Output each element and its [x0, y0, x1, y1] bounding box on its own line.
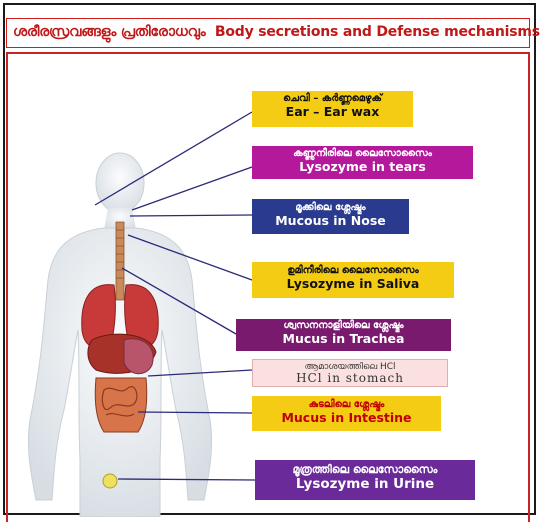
connector-nose	[130, 215, 252, 216]
label-lysozyme-tears: കണ്ണുനീരിലെ ലൈസോസൈം Lysozyme in tears	[252, 146, 473, 179]
label-tears-malayalam: കണ്ണുനീരിലെ ലൈസോസൈം	[252, 148, 473, 160]
label-trachea-malayalam: ശ്വസനനാളിയിലെ ശ്ലേഷ്മം	[236, 320, 451, 332]
label-trachea-english: Mucus in Trachea	[236, 332, 451, 346]
label-mucous-nose: മൂക്കിലെ ശ്ലേഷ്മം Mucous in Nose	[252, 199, 409, 234]
label-urine-malayalam: മൂത്രത്തിലെ ലൈസോസൈം	[255, 464, 475, 477]
label-mucus-intestine: കുടലിലെ ശ്ലേഷ്മം Mucus in Intestine	[252, 396, 441, 431]
label-lysozyme-saliva: ഉമിനീരിലെ ലൈസോസൈം Lysozyme in Saliva	[252, 262, 454, 298]
label-urine-english: Lysozyme in Urine	[255, 477, 475, 493]
label-tears-english: Lysozyme in tears	[252, 160, 473, 174]
label-nose-malayalam: മൂക്കിലെ ശ്ലേഷ്മം	[252, 202, 409, 214]
label-saliva-malayalam: ഉമിനീരിലെ ലൈസോസൈം	[252, 265, 454, 277]
label-mucus-trachea: ശ്വസനനാളിയിലെ ശ്ലേഷ്മം Mucus in Trachea	[236, 319, 451, 351]
label-ear-wax: ചെവി – കർണ്ണമെഴുക് Ear – Ear wax	[252, 91, 413, 127]
label-intestine-malayalam: കുടലിലെ ശ്ലേഷ്മം	[252, 399, 441, 411]
label-ear-malayalam: ചെവി – കർണ്ണമെഴുക്	[252, 93, 413, 105]
label-intestine-english: Mucus in Intestine	[252, 411, 441, 425]
label-saliva-english: Lysozyme in Saliva	[252, 277, 454, 291]
label-nose-english: Mucous in Nose	[252, 214, 409, 228]
label-stomach-english: HCl in stomach	[253, 372, 447, 386]
label-hcl-stomach: ആമാശയത്തിലെ HCl HCl in stomach	[252, 359, 448, 387]
label-lysozyme-urine: മൂത്രത്തിലെ ലൈസോസൈം Lysozyme in Urine	[255, 460, 475, 500]
label-ear-english: Ear – Ear wax	[252, 105, 413, 119]
connector-tears	[132, 167, 252, 210]
